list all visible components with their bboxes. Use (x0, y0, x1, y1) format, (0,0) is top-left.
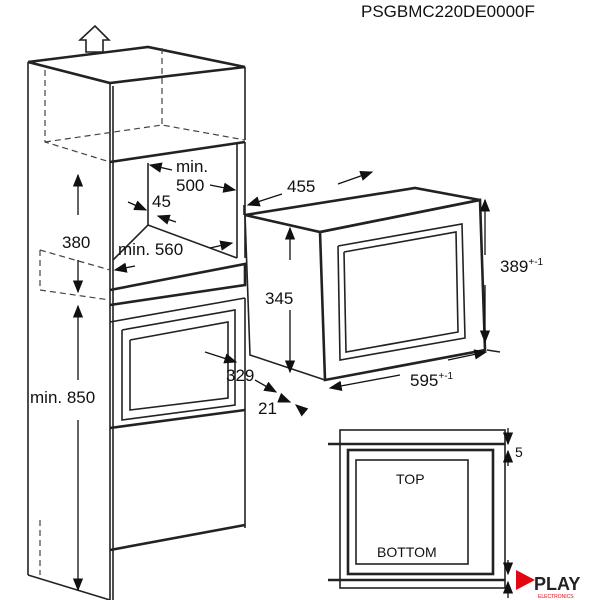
niche-depth-label: min. (176, 157, 209, 176)
section-label-top: TOP (396, 471, 425, 487)
cabinet-dimensions (72, 162, 238, 592)
section-label-bottom: BOTTOM (377, 544, 437, 560)
niche-depth-value: 500 (176, 176, 205, 195)
tall-cabinet (27, 24, 247, 600)
front-thickness: 21 (258, 399, 277, 418)
up-arrow-icon (77, 24, 111, 53)
appliance-width-value: 595 (410, 371, 439, 390)
vent-gap: 45 (152, 192, 171, 211)
body-height: 345 (265, 289, 294, 308)
svg-text:ELECTRONICS: ELECTRONICS (538, 594, 574, 600)
appliance-height-tolerance: +-1 (528, 257, 544, 268)
appliance-width-tolerance: +-1 (438, 371, 454, 382)
appliance-depth: 455 (287, 177, 316, 196)
gap-dimension: 5 (515, 444, 523, 460)
play-electronics-logo: PLAY ELECTRONICS (516, 570, 580, 600)
cabinet-height: min. 850 (30, 388, 96, 407)
appliance-height-value: 389 (500, 257, 529, 276)
appliance-width: 595+-1 (410, 371, 454, 390)
microwave-appliance (243, 170, 501, 417)
model-code: PSGBMC220DE0000F (361, 2, 535, 21)
cross-section-detail (328, 428, 514, 598)
svg-text:PLAY: PLAY (534, 574, 580, 594)
niche-width: min. 560 (118, 240, 184, 259)
door-offset: 329 (226, 366, 255, 385)
appliance-height: 389+-1 (500, 257, 544, 276)
niche-height: 380 (62, 233, 91, 252)
